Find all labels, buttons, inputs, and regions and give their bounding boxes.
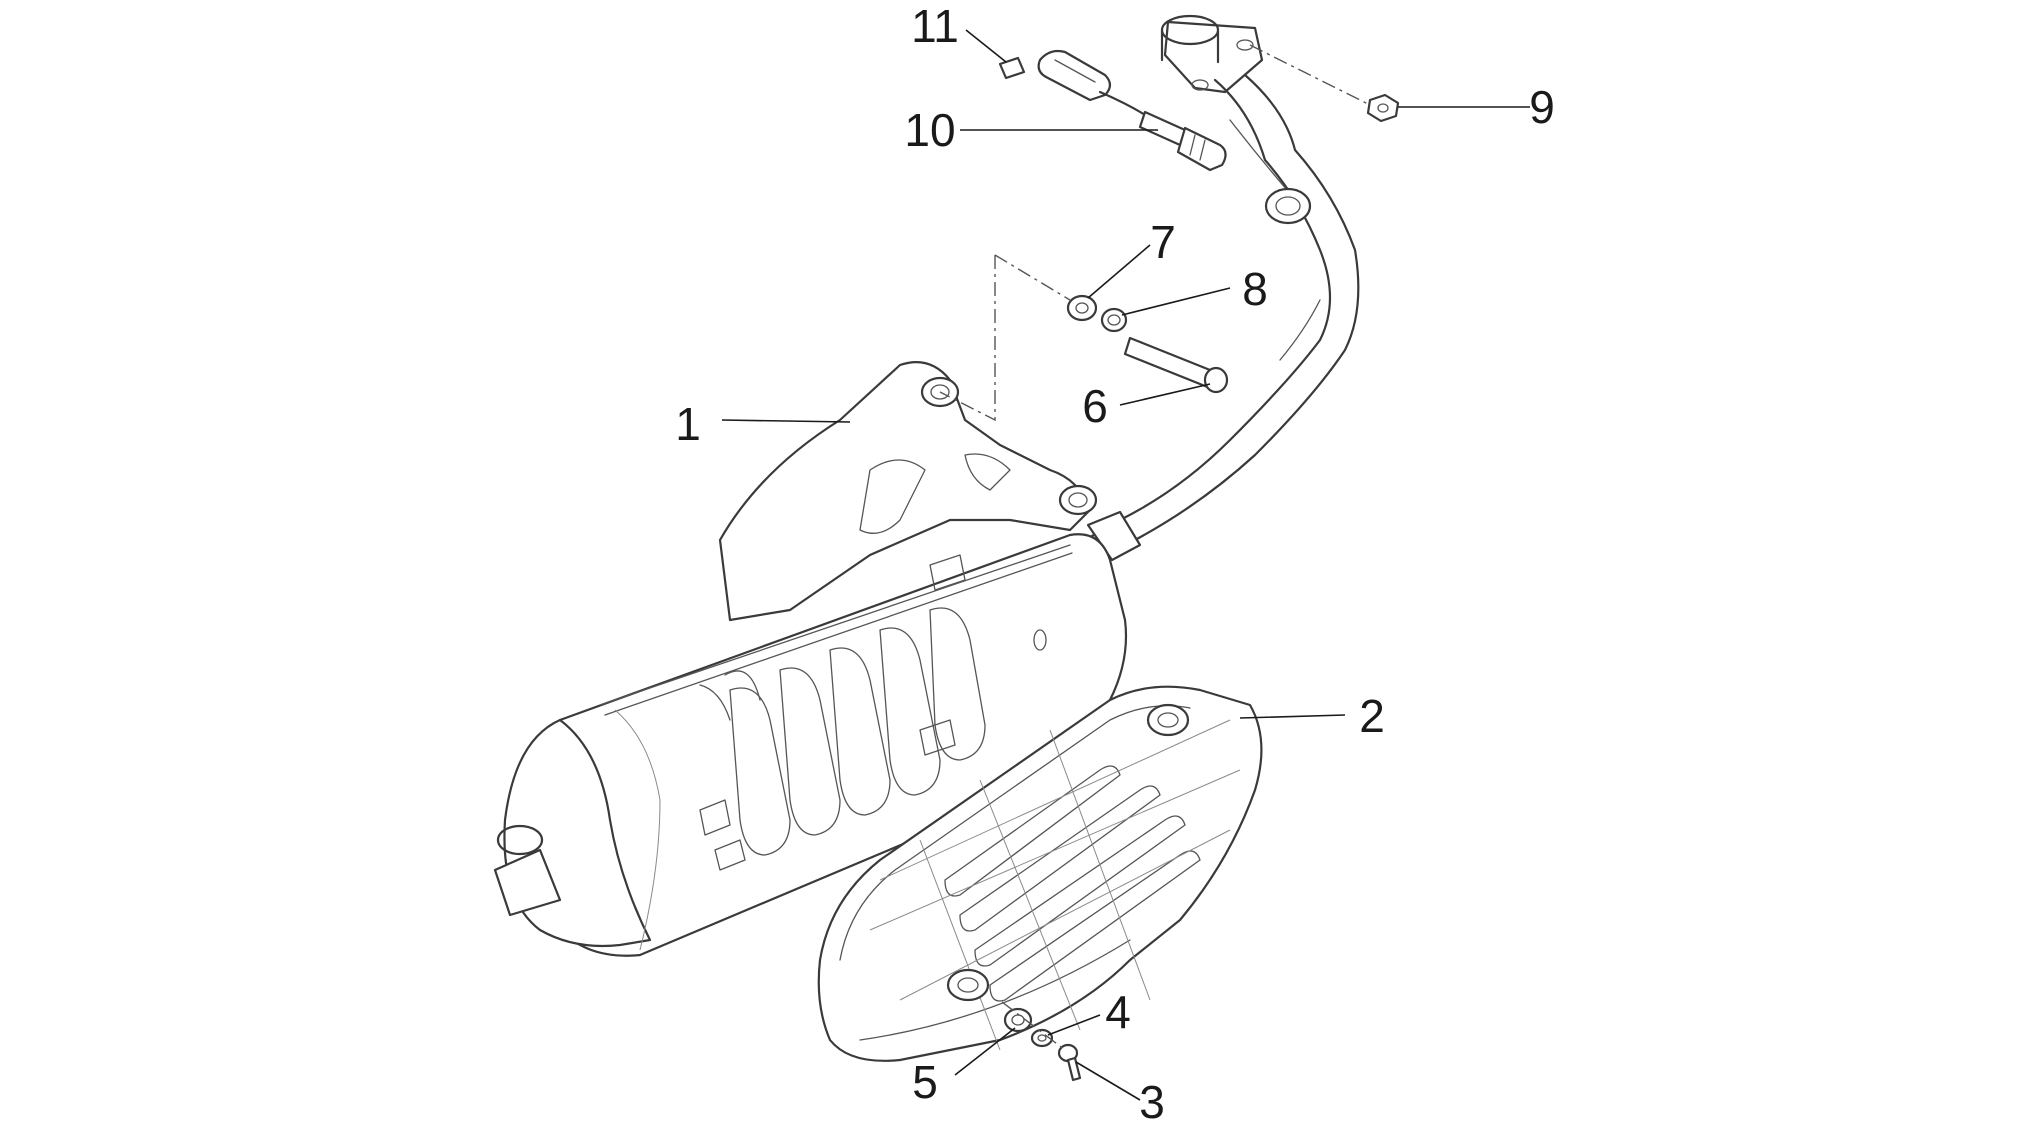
sensor-clip (998, 56, 1026, 80)
callout-7: 7 (1150, 216, 1176, 268)
assembly-line-nut (1249, 44, 1371, 106)
callout-5: 5 (912, 1056, 938, 1108)
spring-washer-8 (1100, 307, 1128, 333)
spacer-5 (1003, 1007, 1033, 1033)
washer-4 (1030, 1028, 1054, 1048)
muffler-assembly (493, 361, 1128, 957)
callout-4: 4 (1105, 986, 1131, 1038)
callout-6: 6 (1082, 380, 1108, 432)
callout-9: 9 (1529, 81, 1555, 133)
o2-sensor (1037, 49, 1227, 172)
screw-3 (1057, 1043, 1082, 1082)
callout-3: 3 (1139, 1076, 1165, 1123)
callout-2: 2 (1359, 690, 1385, 742)
nut-9 (1366, 93, 1400, 123)
assembly-line-bolt (939, 254, 1071, 422)
callout-1: 1 (675, 398, 701, 450)
leader-lines (721, 29, 1530, 1101)
assembly-line-shield (1001, 1001, 1066, 1051)
heat-shield (817, 685, 1263, 1062)
callout-8: 8 (1242, 263, 1268, 315)
bolt-6 (1123, 336, 1229, 394)
callout-11: 11 (911, 0, 959, 52)
washer-7 (1066, 294, 1098, 322)
exhaust-header-pipe (1083, 14, 1360, 562)
callout-10: 10 (904, 104, 955, 156)
